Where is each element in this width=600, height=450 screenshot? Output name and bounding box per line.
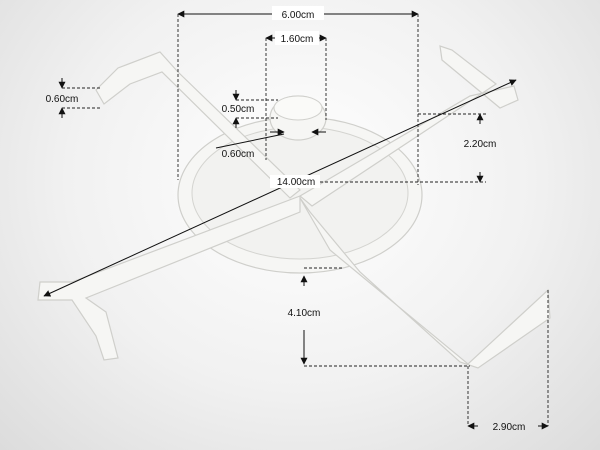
hub-top [273, 95, 323, 121]
crosspiece-part [37, 45, 551, 369]
label-pin: 0.60cm [222, 149, 255, 160]
label-foot-length: 2.90cm [493, 422, 526, 433]
dim-span: 14.00cm [43, 79, 517, 297]
arm-lower-left [37, 195, 301, 361]
label-ring-height: 2.20cm [464, 139, 497, 150]
label-hub-height: 0.50cm [222, 104, 255, 115]
label-arm-thickness: 0.60cm [46, 94, 79, 105]
dim-foot-length: 2.90cm [467, 290, 549, 433]
label-hub-width: 1.60cm [281, 34, 314, 45]
dim-leg-height: 4.10cm [288, 267, 470, 367]
label-span: 14.00cm [277, 177, 315, 188]
label-leg-height: 4.10cm [288, 308, 321, 319]
label-top-width: 6.00cm [282, 10, 315, 21]
dim-arm-thickness: 0.60cm [46, 78, 102, 118]
